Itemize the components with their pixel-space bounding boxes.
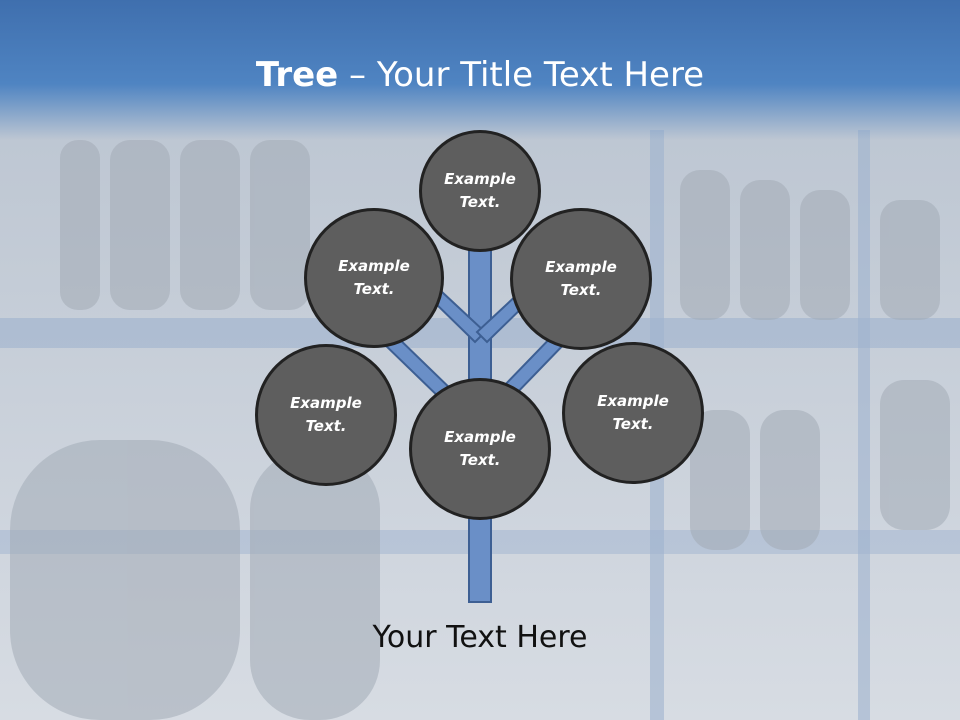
node-top[interactable]: Example Text. — [419, 130, 541, 252]
node-upper-right[interactable]: Example Text. — [510, 208, 652, 350]
footer-text: Your Text Here — [0, 620, 960, 655]
node-lower-right[interactable]: Example Text. — [562, 342, 704, 484]
node-center[interactable]: Example Text. — [409, 378, 551, 520]
node-lower-left[interactable]: Example Text. — [255, 344, 397, 486]
node-upper-left[interactable]: Example Text. — [304, 208, 444, 348]
